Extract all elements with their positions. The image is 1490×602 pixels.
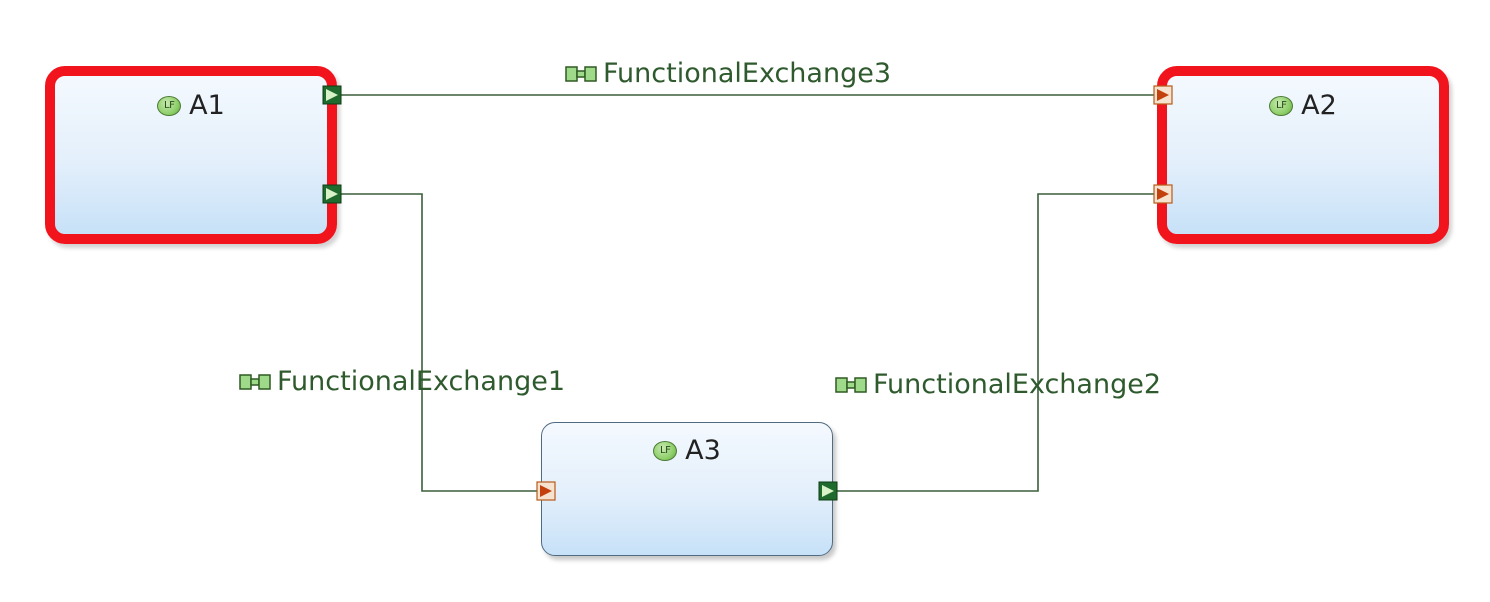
logical-function-icon: LF [1269, 95, 1294, 116]
node-label: A2 [1301, 90, 1337, 121]
node-header: LF A3 [542, 435, 832, 466]
exchange-label-text: FunctionalExchange2 [873, 369, 1161, 400]
input-port-a2-top[interactable] [1153, 85, 1173, 105]
function-node-a1[interactable]: LF A1 [45, 66, 337, 244]
functional-exchange-icon [565, 65, 597, 82]
edge-functional-exchange-1[interactable] [341, 193, 538, 492]
functional-exchange-icon [239, 373, 271, 390]
node-label: A1 [189, 90, 225, 121]
input-port-a3[interactable] [536, 481, 556, 501]
node-header: LF A1 [55, 90, 327, 121]
exchange-label-text: FunctionalExchange1 [277, 366, 565, 397]
input-port-a2-bottom[interactable] [1153, 184, 1173, 204]
output-port-a3[interactable] [818, 481, 838, 501]
function-node-a3[interactable]: LF A3 [541, 422, 833, 556]
logical-function-icon: LF [157, 95, 182, 116]
node-header: LF A2 [1167, 90, 1439, 121]
node-label: A3 [685, 435, 721, 466]
exchange-label-text: FunctionalExchange3 [603, 58, 891, 89]
logical-function-icon: LF [653, 440, 678, 461]
function-node-a2[interactable]: LF A2 [1157, 66, 1449, 244]
exchange-label-1[interactable]: FunctionalExchange1 [239, 366, 565, 397]
functional-exchange-icon [835, 376, 867, 393]
output-port-a1-bottom[interactable] [322, 184, 342, 204]
edge-functional-exchange-2[interactable] [837, 193, 1155, 492]
output-port-a1-top[interactable] [322, 85, 342, 105]
exchange-label-3[interactable]: FunctionalExchange3 [565, 58, 891, 89]
exchange-label-2[interactable]: FunctionalExchange2 [835, 369, 1161, 400]
